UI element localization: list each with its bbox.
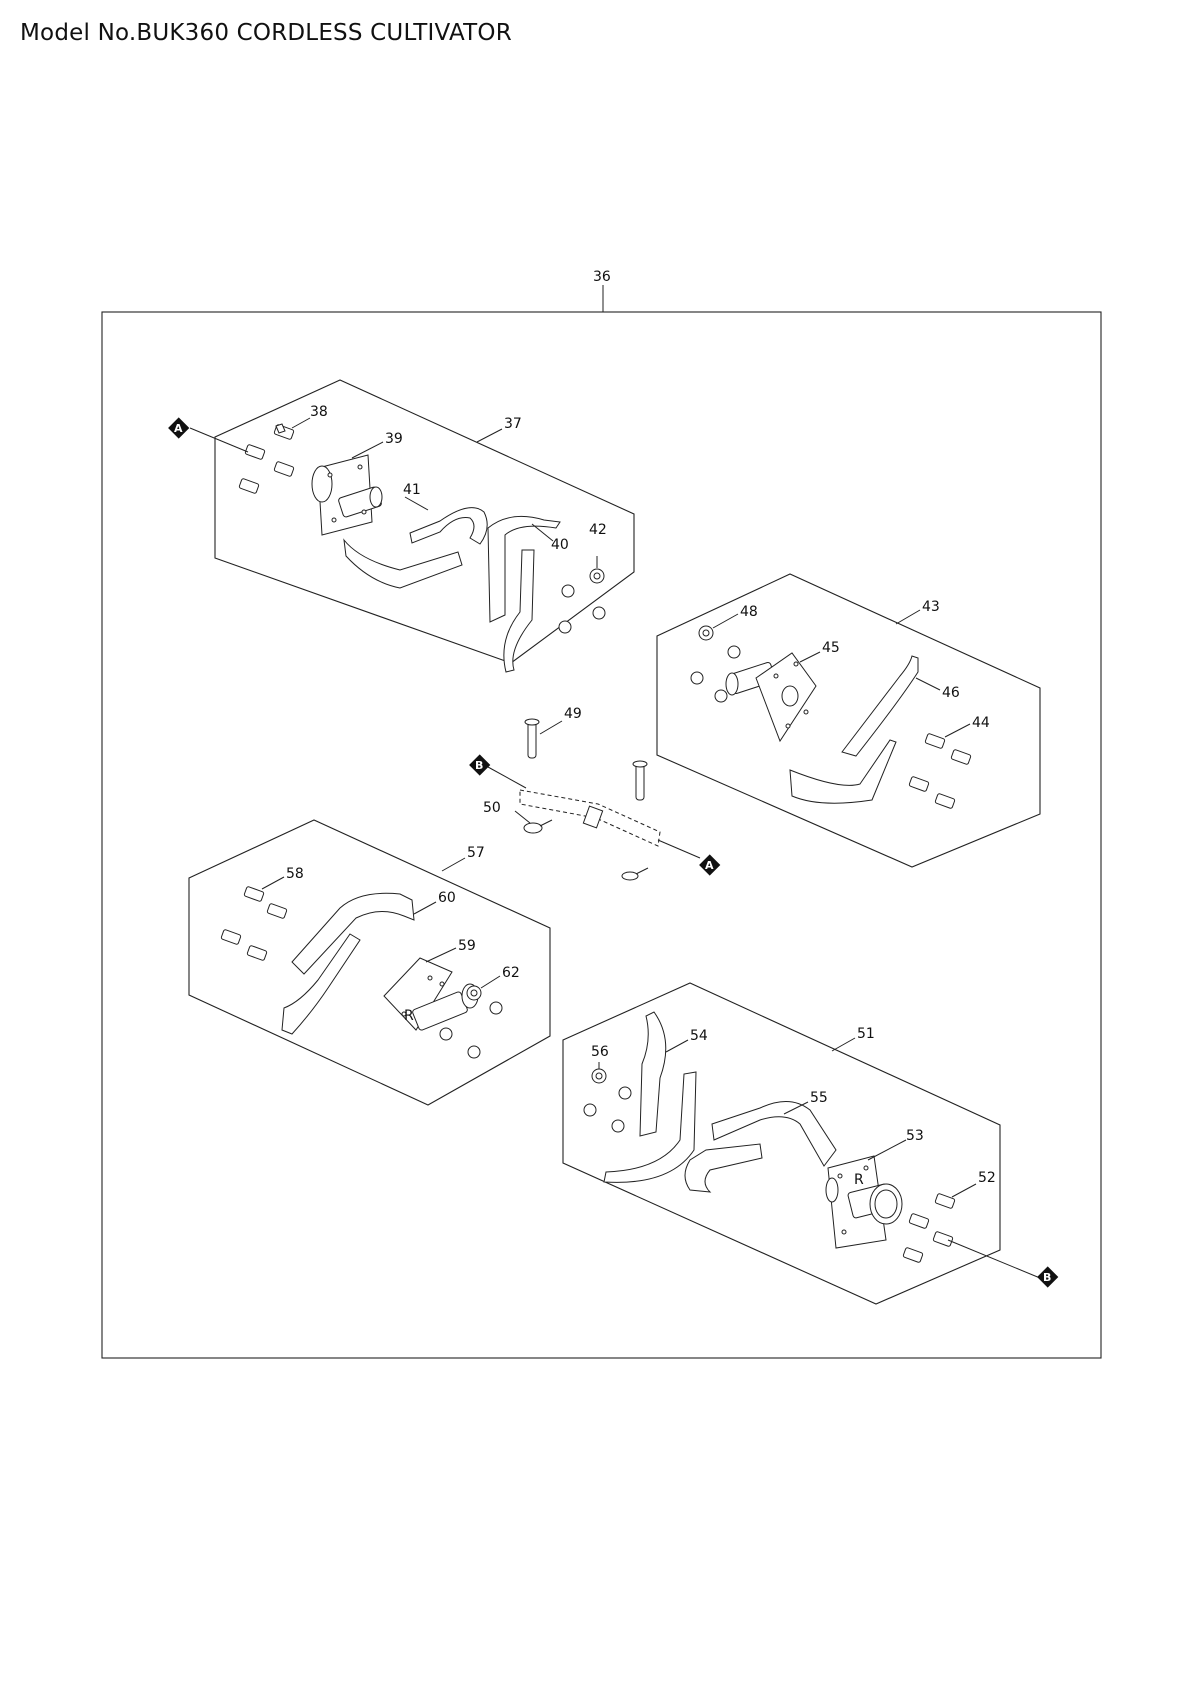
- pin-49: [524, 718, 540, 759]
- bolt-set-58: [220, 886, 288, 961]
- blade-55: [684, 1101, 837, 1193]
- nut-set-62: [439, 985, 503, 1059]
- svg-text:B: B: [1043, 1271, 1051, 1284]
- callout-59: 59: [458, 938, 476, 954]
- nut-set-56: [583, 1068, 632, 1133]
- pin-right: [632, 760, 648, 801]
- callout-45: 45: [822, 640, 840, 656]
- blade-40: [487, 515, 561, 673]
- callout-41: 41: [403, 482, 421, 498]
- hub-59: R: [383, 957, 479, 1031]
- callout-36: 36: [593, 269, 611, 285]
- svg-text:R: R: [404, 1008, 414, 1024]
- callout-51: 51: [857, 1026, 875, 1042]
- callout-62: 62: [502, 965, 520, 981]
- callout-60: 60: [438, 890, 456, 906]
- callout-44: 44: [972, 715, 990, 731]
- hub-53: R: [825, 1155, 903, 1249]
- callout-38: 38: [310, 404, 328, 420]
- group-57-box: [188, 819, 551, 1106]
- bolt-set-37: [238, 444, 295, 494]
- blade-41: [343, 507, 488, 589]
- callout-43: 43: [922, 599, 940, 615]
- callout-57: 57: [467, 845, 485, 861]
- svg-text:A: A: [174, 422, 183, 435]
- marker-a-left: A: [168, 417, 190, 439]
- blade-54: [603, 1011, 697, 1183]
- blade-60: [281, 892, 415, 1035]
- svg-text:A: A: [705, 859, 714, 872]
- bolt-38: [273, 423, 295, 440]
- nut-set-48: [690, 625, 741, 703]
- callout-42: 42: [589, 522, 607, 538]
- callout-52: 52: [978, 1170, 996, 1186]
- callout-54: 54: [690, 1028, 708, 1044]
- callout-48: 48: [740, 604, 758, 620]
- marker-b-right: B: [1037, 1266, 1059, 1288]
- callout-56: 56: [591, 1044, 609, 1060]
- marker-a-right: A: [699, 854, 721, 876]
- callout-53: 53: [906, 1128, 924, 1144]
- clip-right: [621, 867, 649, 881]
- marker-b-left: B: [469, 754, 491, 776]
- bolt-set-52: [902, 1193, 956, 1263]
- group-51-box: [562, 982, 1001, 1305]
- nut-set-42: [558, 568, 606, 634]
- callout-37: 37: [504, 416, 522, 432]
- blade-46: [789, 655, 919, 804]
- group-43-box: [656, 573, 1041, 868]
- callout-55: 55: [810, 1090, 828, 1106]
- hub-39: [311, 454, 383, 536]
- callout-58: 58: [286, 866, 304, 882]
- callout-50: 50: [483, 800, 501, 816]
- svg-text:B: B: [475, 759, 483, 772]
- callout-40: 40: [551, 537, 569, 553]
- callout-46: 46: [942, 685, 960, 701]
- hub-45: [725, 652, 817, 743]
- group-37-box: [214, 379, 635, 664]
- shaft: [519, 789, 701, 859]
- svg-text:R: R: [854, 1172, 864, 1188]
- assembly-frame: [101, 311, 1102, 1359]
- page-title: Model No.BUK360 CORDLESS CULTIVATOR: [20, 20, 512, 46]
- clip-50: [523, 819, 553, 834]
- bolt-set-44: [908, 733, 972, 809]
- callout-39: 39: [385, 431, 403, 447]
- callout-49: 49: [564, 706, 582, 722]
